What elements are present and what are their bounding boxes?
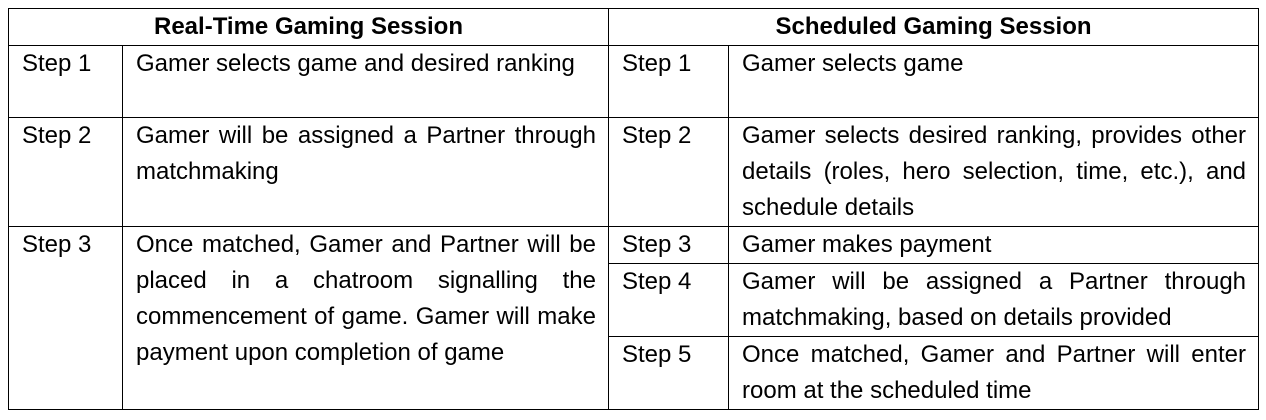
realtime-step-1-text: Gamer selects game and desired ranking bbox=[122, 45, 609, 118]
scheduled-step-4-text: Gamer will be assigned a Partner through… bbox=[727, 263, 1260, 337]
scheduled-header: Scheduled Gaming Session bbox=[607, 8, 1260, 46]
table-row: Step 1 Gamer selects game and desired ra… bbox=[8, 45, 1260, 118]
realtime-step-1-label: Step 1 bbox=[8, 45, 123, 118]
header-row: Real-Time Gaming Session Scheduled Gamin… bbox=[8, 8, 1260, 46]
realtime-step-2-text: Gamer will be assigned a Partner through… bbox=[122, 117, 609, 227]
scheduled-step-5-label: Step 5 bbox=[608, 336, 729, 410]
table-row: Step 4 Gamer will be assigned a Partner … bbox=[9, 263, 1260, 337]
realtime-step-2-label: Step 2 bbox=[8, 117, 123, 227]
table-row: Step 2 Gamer will be assigned a Partner … bbox=[8, 117, 1260, 227]
table-row: Step 3 Once matched, Gamer and Partner w… bbox=[8, 226, 1260, 410]
scheduled-step-3-label: Step 3 bbox=[608, 226, 729, 264]
realtime-header: Real-Time Gaming Session bbox=[8, 8, 609, 46]
scheduled-step-2-text: Gamer selects desired ranking, provides … bbox=[727, 117, 1260, 227]
scheduled-step-3-text: Gamer makes payment bbox=[727, 226, 1260, 264]
scheduled-step-1-label: Step 1 bbox=[608, 45, 729, 118]
table-row: Step 5 Once matched, Gamer and Partner w… bbox=[9, 336, 1260, 410]
scheduled-step-1-text: Gamer selects game bbox=[727, 45, 1260, 118]
gaming-session-comparison-table: Real-Time Gaming Session Scheduled Gamin… bbox=[8, 8, 1260, 410]
scheduled-step-4-label: Step 4 bbox=[608, 263, 729, 337]
scheduled-step-2-label: Step 2 bbox=[608, 117, 729, 227]
realtime-step-3-text: Once matched, Gamer and Partner will be … bbox=[122, 226, 609, 410]
realtime-step-3-label: Step 3 bbox=[8, 226, 123, 410]
scheduled-step-5-text: Once matched, Gamer and Partner will ent… bbox=[727, 336, 1260, 410]
